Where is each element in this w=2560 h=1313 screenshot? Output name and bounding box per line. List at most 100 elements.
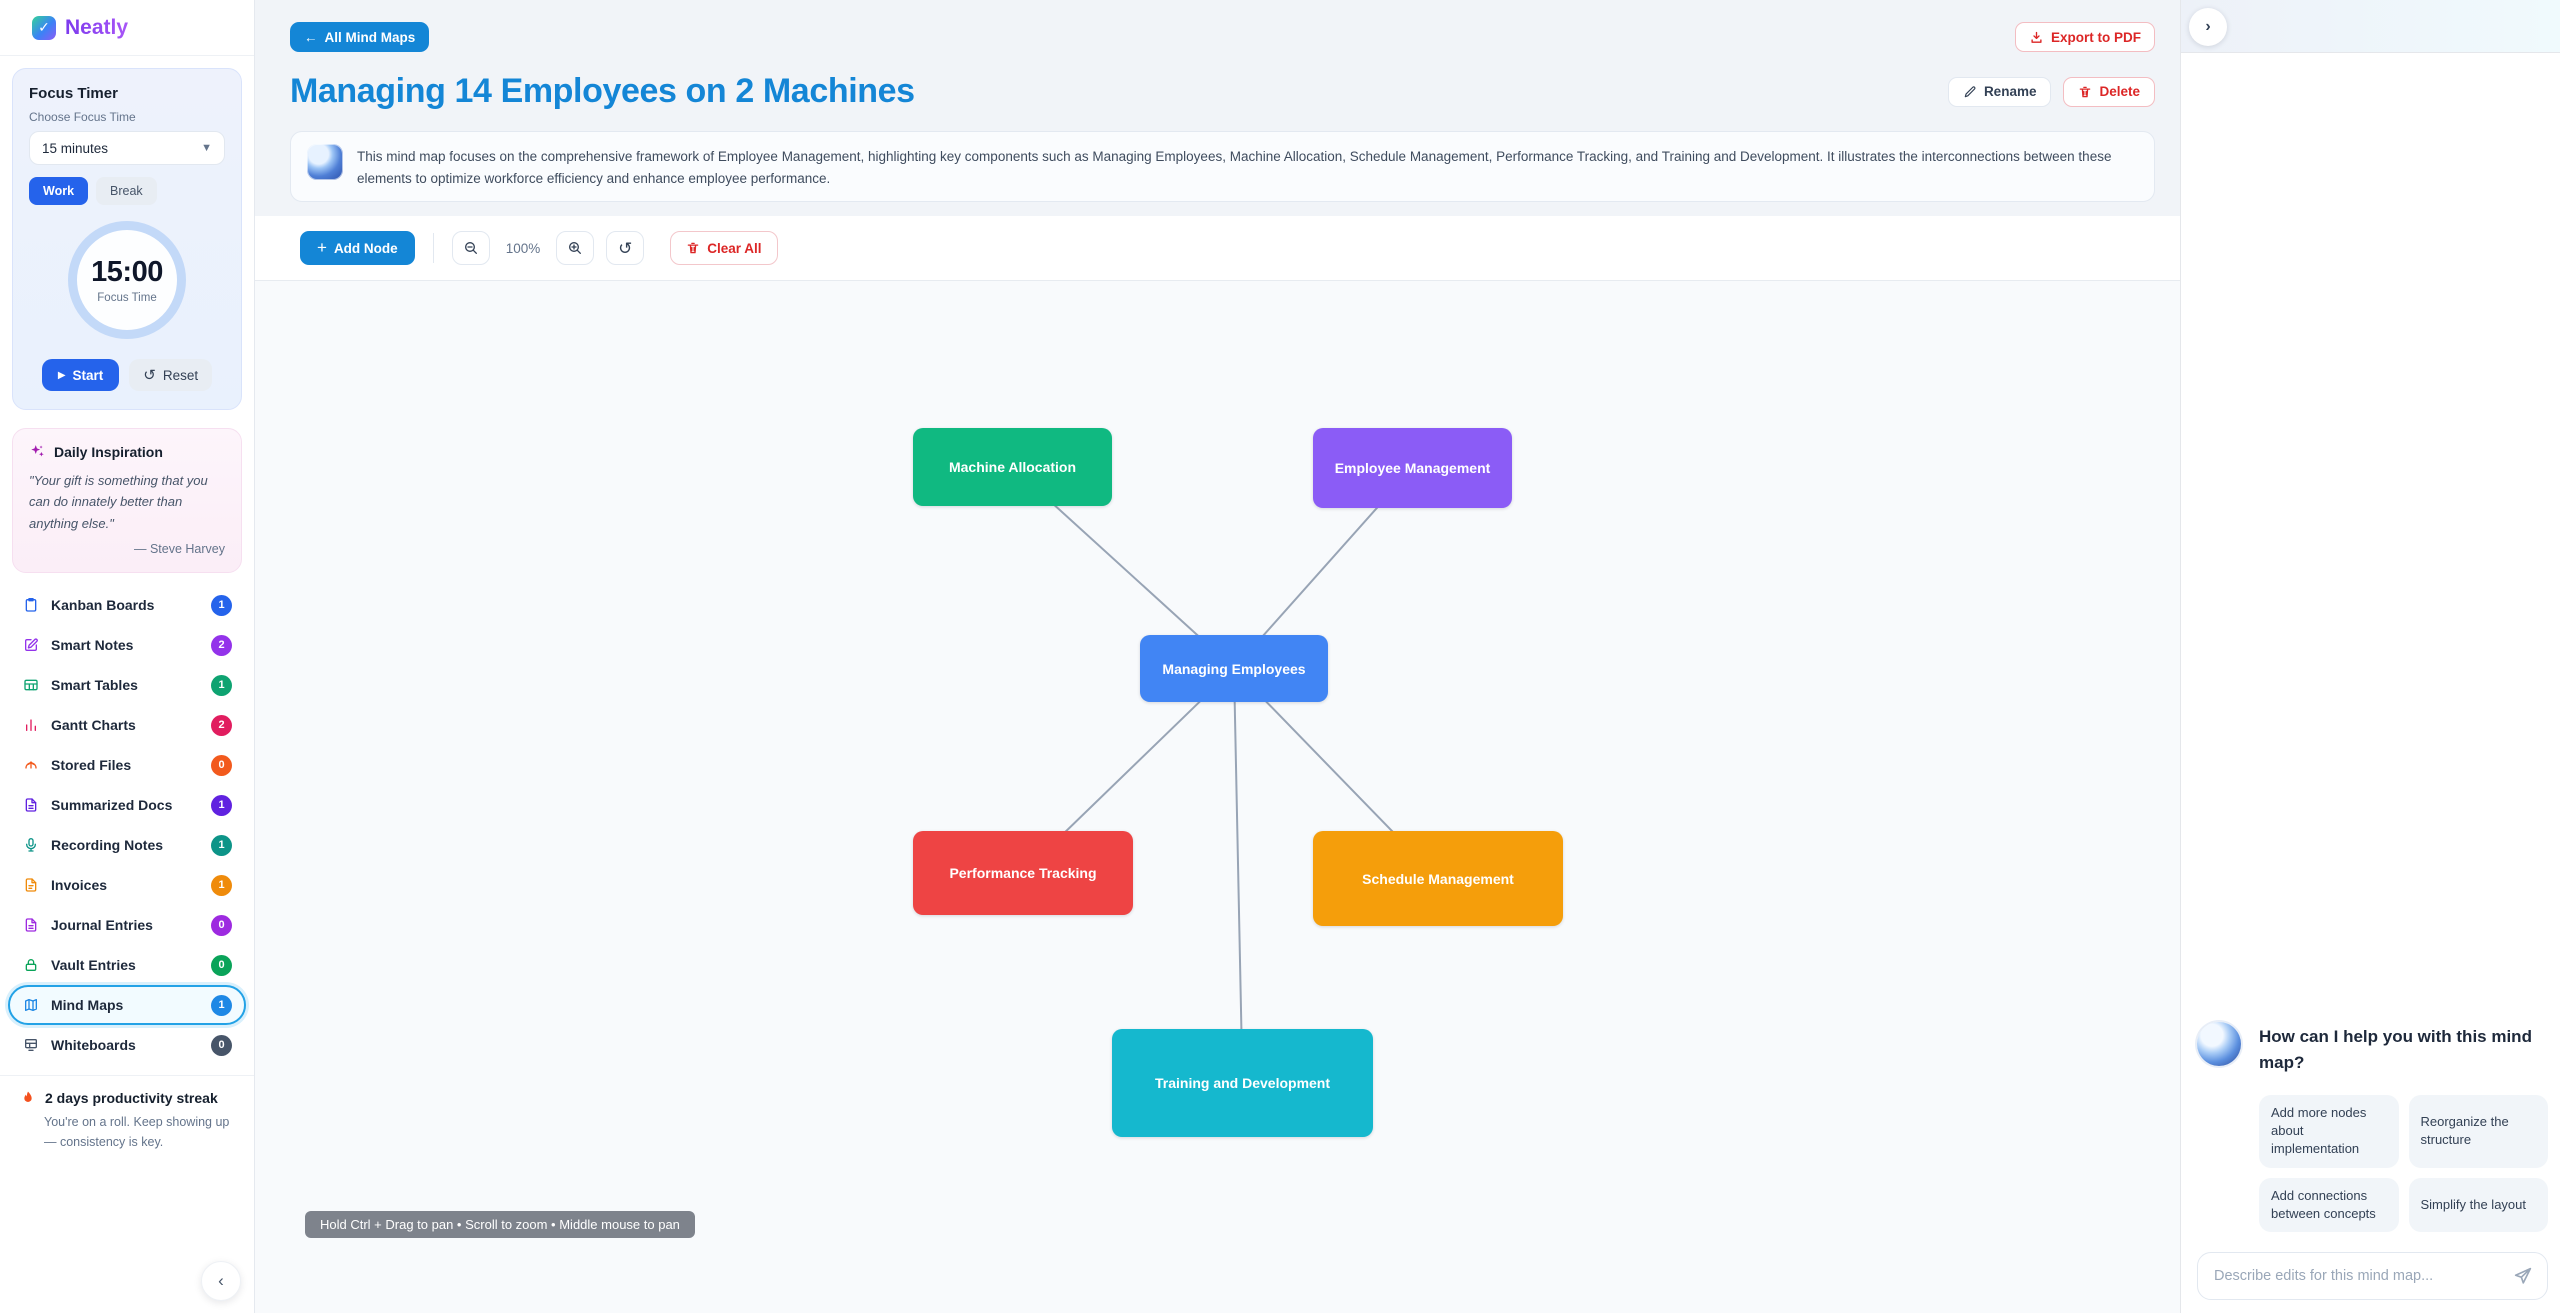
count-badge: 0 (211, 914, 232, 936)
reset-button[interactable]: ↺ Reset (129, 359, 213, 391)
all-mind-maps-button[interactable]: ← All Mind Maps (290, 22, 430, 52)
sidebar-item-gantt-charts[interactable]: Gantt Charts 2 (8, 705, 246, 745)
reset-label: Reset (162, 367, 199, 383)
arrow-left-icon: ← (304, 29, 318, 45)
mindmap-node-employee-management[interactable]: Employee Management (1313, 428, 1512, 509)
lock-icon (22, 956, 40, 974)
mindmap-description-card: This mind map focuses on the comprehensi… (290, 131, 2155, 203)
canvas-toolbar: + Add Node 100% ↺ Clear All (255, 216, 2180, 282)
inspiration-quote: "Your gift is something that you can do … (29, 473, 208, 531)
sparkles-icon (31, 445, 44, 457)
reset-view-button[interactable]: ↺ (606, 231, 645, 266)
count-badge: 1 (211, 834, 232, 856)
sidebar-item-label: Smart Notes (51, 637, 134, 654)
journal-icon (22, 916, 40, 934)
count-badge: 2 (211, 714, 232, 736)
inspiration-title: Daily Inspiration (54, 443, 163, 460)
sidebar-item-label: Vault Entries (51, 957, 136, 974)
mindmap-node-machine-allocation[interactable]: Machine Allocation (913, 428, 1112, 507)
zoom-in-button[interactable] (556, 231, 595, 266)
add-node-button[interactable]: + Add Node (300, 231, 415, 266)
focus-timer-card: Focus Timer Choose Focus Time 15 minutes… (12, 68, 242, 410)
suggestion-chip-add-more-nodes-about-implementation[interactable]: Add more nodes about implementation (2259, 1095, 2399, 1168)
app-logo: ✓ Neatly (0, 0, 254, 56)
chevron-right-icon: › (2205, 18, 2211, 35)
mindmap-node-performance-tracking[interactable]: Performance Tracking (913, 831, 1133, 916)
streak-body: You're on a roll. Keep showing up — cons… (44, 1115, 230, 1150)
back-label: All Mind Maps (324, 29, 416, 45)
send-icon (2514, 1267, 2532, 1284)
export-label: Export to PDF (2051, 29, 2141, 45)
sidebar-item-label: Summarized Docs (51, 797, 173, 814)
panel-collapse-button[interactable]: › (2189, 8, 2227, 46)
mindmap-node-training-and-development[interactable]: Training and Development (1112, 1029, 1373, 1138)
zoom-in-icon (569, 242, 582, 255)
rotate-ccw-icon: ↺ (618, 238, 633, 258)
assistant-avatar (2197, 1022, 2241, 1067)
count-badge: 1 (211, 794, 232, 816)
document-icon (22, 796, 40, 814)
delete-label: Delete (2099, 84, 2140, 99)
suggestion-chip-reorganize-the-structure[interactable]: Reorganize the structure (2408, 1095, 2548, 1168)
mindmap-header: ← All Mind Maps Export to PDF Managing 1… (255, 0, 2180, 216)
focus-time-value: 15 minutes (42, 140, 109, 156)
sidebar-item-label: Gantt Charts (51, 717, 136, 734)
rename-button[interactable]: Rename (1947, 76, 2052, 107)
delete-button[interactable]: Delete (2063, 76, 2155, 107)
timer-circle: 15:00 Focus Time (68, 221, 186, 339)
clear-all-button[interactable]: Clear All (670, 231, 778, 266)
sidebar-item-label: Journal Entries (51, 917, 153, 934)
suggestion-chip-simplify-the-layout[interactable]: Simplify the layout (2408, 1177, 2548, 1232)
reset-icon: ↺ (143, 367, 156, 384)
sidebar-item-mind-maps[interactable]: Mind Maps 1 (8, 985, 246, 1026)
logo-check-icon: ✓ (32, 15, 56, 40)
mindmap-node-schedule-management[interactable]: Schedule Management (1313, 831, 1563, 927)
streak-title: 2 days productivity streak (45, 1090, 218, 1107)
productivity-streak: 2 days productivity streak You're on a r… (0, 1075, 254, 1152)
assistant-avatar (307, 144, 343, 180)
trash-icon (2080, 86, 2091, 97)
bar-chart-icon (22, 716, 40, 734)
export-to-pdf-button[interactable]: Export to PDF (2015, 22, 2155, 52)
sidebar-item-label: Whiteboards (51, 1037, 136, 1054)
focus-timer-title: Focus Timer (29, 85, 118, 102)
mindmap-node-managing-employees[interactable]: Managing Employees (1140, 635, 1328, 703)
mindmap-edges (1011, 466, 1439, 1084)
pencil-icon (1964, 85, 1976, 97)
sidebar-item-label: Recording Notes (51, 837, 164, 854)
assistant-chat: How can I help you with this mind map? A… (2181, 1022, 2560, 1313)
start-button[interactable]: ▶ Start (41, 359, 120, 391)
chevron-down-icon: ▼ (201, 142, 212, 154)
send-button[interactable] (2512, 1264, 2536, 1288)
inspiration-author: — Steve Harvey (133, 542, 225, 557)
sidebar-item-summarized-docs[interactable]: Summarized Docs 1 (8, 785, 246, 825)
sidebar-item-vault-entries[interactable]: Vault Entries 0 (8, 945, 246, 985)
sidebar-item-journal-entries[interactable]: Journal Entries 0 (8, 905, 246, 945)
timer-mode-label: Focus Time (97, 292, 157, 304)
chat-input[interactable] (2197, 1252, 2548, 1300)
sidebar-item-recording-notes[interactable]: Recording Notes 1 (8, 825, 246, 865)
suggestion-chip-add-connections-between-concepts[interactable]: Add connections between concepts (2259, 1177, 2399, 1232)
rename-label: Rename (1983, 84, 2037, 99)
trash-icon (687, 242, 699, 254)
work-tab[interactable]: Work (29, 177, 89, 205)
flame-icon (24, 1091, 32, 1103)
sidebar-collapse-button[interactable]: ‹ (201, 1261, 241, 1301)
break-tab[interactable]: Break (96, 177, 157, 205)
main-content: ← All Mind Maps Export to PDF Managing 1… (255, 0, 2180, 1313)
mindmap-canvas[interactable]: Hold Ctrl + Drag to pan • Scroll to zoom… (255, 281, 2180, 1313)
count-badge: 0 (211, 954, 232, 976)
focus-time-select[interactable]: 15 minutes ▼ (29, 131, 225, 165)
play-icon: ▶ (57, 369, 66, 381)
assistant-panel: › How can I help you with this mind map?… (2180, 0, 2560, 1313)
zoom-out-button[interactable] (451, 231, 490, 266)
count-badge: 1 (211, 994, 232, 1016)
sidebar-item-label: Mind Maps (51, 997, 124, 1014)
